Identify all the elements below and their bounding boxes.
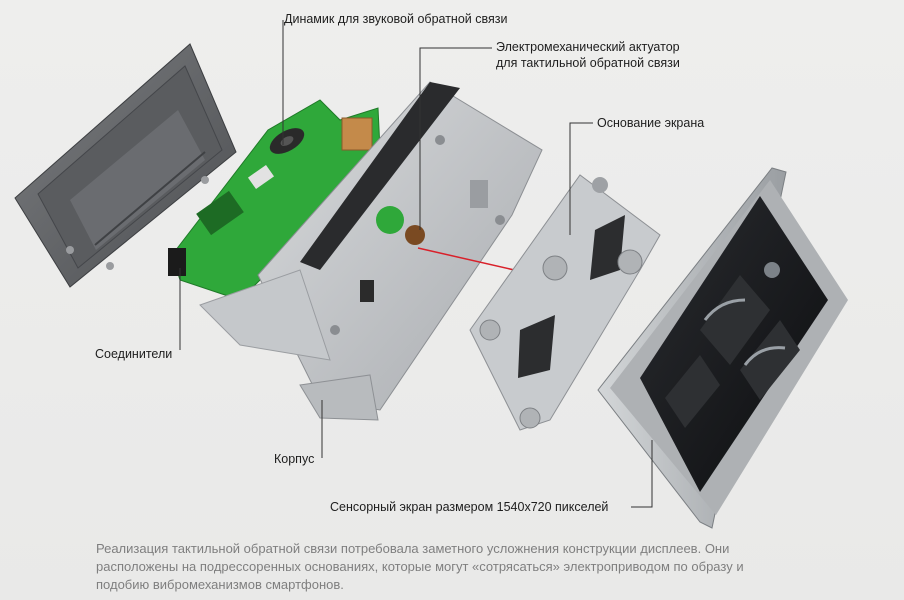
leader-actuator xyxy=(419,47,492,230)
screen-base xyxy=(469,174,661,431)
label-screen-base: Основание экрана xyxy=(597,116,705,130)
touchscreen xyxy=(597,167,848,529)
leader-touchscreen xyxy=(631,440,653,508)
back-cover xyxy=(14,43,237,288)
label-speaker: Динамик для звуковой обратной связи xyxy=(284,12,508,26)
label-actuator-line1: Электромеханический актуатор xyxy=(496,40,680,54)
label-connectors: Соединители xyxy=(95,347,173,361)
connector-block xyxy=(168,248,186,276)
exploded-view-illustration xyxy=(14,20,848,529)
leader-screen-base xyxy=(569,122,593,235)
label-touchscreen: Сенсорный экран размером 1540x720 пиксел… xyxy=(330,500,609,514)
figure-caption: Реализация тактильной обратной связи пот… xyxy=(96,541,744,592)
label-housing: Корпус xyxy=(274,452,315,466)
exploded-view-diagram: Динамик для звуковой обратной связи Элек… xyxy=(14,12,848,529)
leader-lines xyxy=(179,20,653,508)
label-actuator-line2: для тактильной обратной связи xyxy=(496,56,680,70)
speaker xyxy=(269,128,305,154)
circuit-board xyxy=(168,99,381,301)
